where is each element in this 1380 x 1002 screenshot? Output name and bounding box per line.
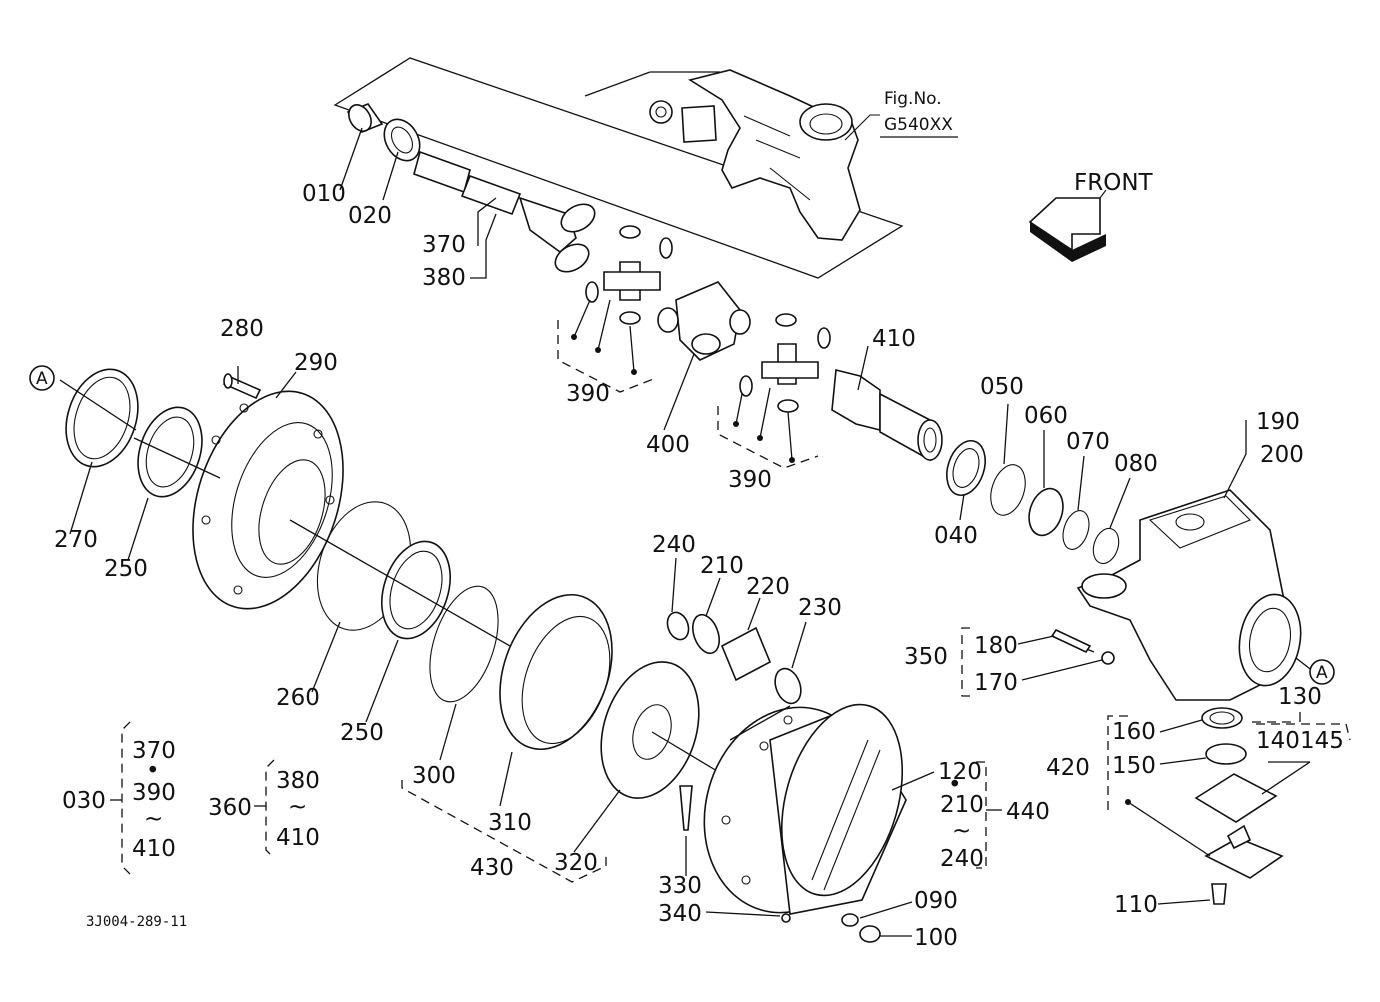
group-440-tilde: ~ bbox=[952, 818, 971, 844]
group-360-tilde: ~ bbox=[288, 794, 307, 820]
part-430: 430 bbox=[470, 855, 514, 881]
part-300: 300 bbox=[412, 763, 456, 789]
u-joint-upper bbox=[585, 225, 673, 325]
group-030-dot: • bbox=[146, 758, 160, 784]
part-140: 140 bbox=[1256, 728, 1300, 754]
part-440: 440 bbox=[1006, 799, 1050, 825]
part-380: 380 bbox=[422, 265, 466, 291]
bearing-250-lower bbox=[381, 540, 451, 640]
fig-ref-code: G540XX bbox=[884, 115, 953, 135]
part-130: 130 bbox=[1278, 684, 1322, 710]
part-180: 180 bbox=[974, 633, 1018, 659]
part-280: 280 bbox=[220, 316, 264, 342]
bolt-180 bbox=[1050, 628, 1092, 654]
group-030: 030 370 • 390 ~ 410 bbox=[62, 721, 176, 875]
part-340: 340 bbox=[658, 901, 702, 927]
part-210: 210 bbox=[700, 553, 744, 579]
group-360-id: 360 bbox=[208, 795, 252, 821]
part-390-lower: 390 bbox=[728, 467, 772, 493]
part-050: 050 bbox=[980, 374, 1024, 400]
group-360-from: 380 bbox=[276, 768, 320, 794]
part-270: 270 bbox=[54, 527, 98, 553]
group-360: 360 380 ~ 410 bbox=[208, 759, 320, 859]
part-240: 240 bbox=[652, 532, 696, 558]
group-440-from: 210 bbox=[940, 792, 984, 818]
part-400: 400 bbox=[646, 432, 690, 458]
part-250-lower: 250 bbox=[340, 720, 384, 746]
bearing-250-upper bbox=[137, 406, 203, 498]
part-410: 410 bbox=[872, 326, 916, 352]
part-060: 060 bbox=[1024, 403, 1068, 429]
part-160: 160 bbox=[1112, 719, 1156, 745]
axle-housing-reference bbox=[333, 57, 904, 279]
drawing-code: 3J004-289-11 bbox=[86, 914, 187, 930]
hub-290 bbox=[192, 390, 344, 610]
fig-ref-label: Fig.No. bbox=[884, 89, 942, 109]
part-390-upper: 390 bbox=[566, 381, 610, 407]
group-030-id: 030 bbox=[62, 788, 106, 814]
part-350: 350 bbox=[904, 644, 948, 670]
group-030-to: 410 bbox=[132, 836, 176, 862]
front-arrow-icon bbox=[1028, 189, 1107, 262]
part-230: 230 bbox=[798, 595, 842, 621]
axle-shaft-group bbox=[346, 103, 596, 273]
group-360-to: 410 bbox=[276, 825, 320, 851]
group-440-to: 240 bbox=[940, 846, 984, 872]
part-220: 220 bbox=[746, 574, 790, 600]
part-150: 150 bbox=[1112, 753, 1156, 779]
part-310: 310 bbox=[488, 810, 532, 836]
part-080: 080 bbox=[1114, 451, 1158, 477]
pivot-parts bbox=[1194, 707, 1284, 905]
seal-270 bbox=[65, 368, 139, 468]
ring-gear-310 bbox=[499, 593, 613, 751]
part-420: 420 bbox=[1046, 755, 1090, 781]
planet-gears-group bbox=[666, 611, 802, 705]
steering-knuckle bbox=[1076, 489, 1302, 701]
part-200: 200 bbox=[1260, 442, 1304, 468]
part-090: 090 bbox=[914, 888, 958, 914]
part-070: 070 bbox=[1066, 429, 1110, 455]
bolt-280 bbox=[222, 373, 262, 400]
part-190: 190 bbox=[1256, 409, 1300, 435]
screw-330 bbox=[679, 785, 693, 831]
part-145: 145 bbox=[1300, 728, 1344, 754]
output-yoke-410 bbox=[831, 368, 943, 462]
part-110: 110 bbox=[1114, 892, 1158, 918]
group-440-dot: • bbox=[948, 772, 962, 798]
part-120: 120 bbox=[938, 759, 982, 785]
part-250-upper: 250 bbox=[104, 556, 148, 582]
group-030-tilde: ~ bbox=[144, 806, 163, 832]
seals-040-080 bbox=[946, 439, 1120, 565]
part-290: 290 bbox=[294, 350, 338, 376]
part-020: 020 bbox=[348, 203, 392, 229]
carrier-320 bbox=[600, 661, 700, 799]
part-320: 320 bbox=[554, 850, 598, 876]
front-label: FRONT bbox=[1074, 170, 1154, 196]
circle-ref-right: A bbox=[1316, 663, 1328, 683]
cover-120 bbox=[703, 703, 907, 915]
part-010: 010 bbox=[302, 181, 346, 207]
center-yoke-400 bbox=[657, 281, 751, 361]
part-330: 330 bbox=[658, 873, 702, 899]
u-joint-lower bbox=[739, 313, 831, 413]
snap-ring-300 bbox=[429, 585, 499, 703]
group-030-from: 370 bbox=[132, 738, 176, 764]
part-100: 100 bbox=[914, 925, 958, 951]
part-170: 170 bbox=[974, 670, 1018, 696]
part-260: 260 bbox=[276, 685, 320, 711]
part-370: 370 bbox=[422, 232, 466, 258]
part-040: 040 bbox=[934, 523, 978, 549]
group-030-mid: 390 bbox=[132, 780, 176, 806]
circle-ref-left: A bbox=[36, 369, 48, 389]
